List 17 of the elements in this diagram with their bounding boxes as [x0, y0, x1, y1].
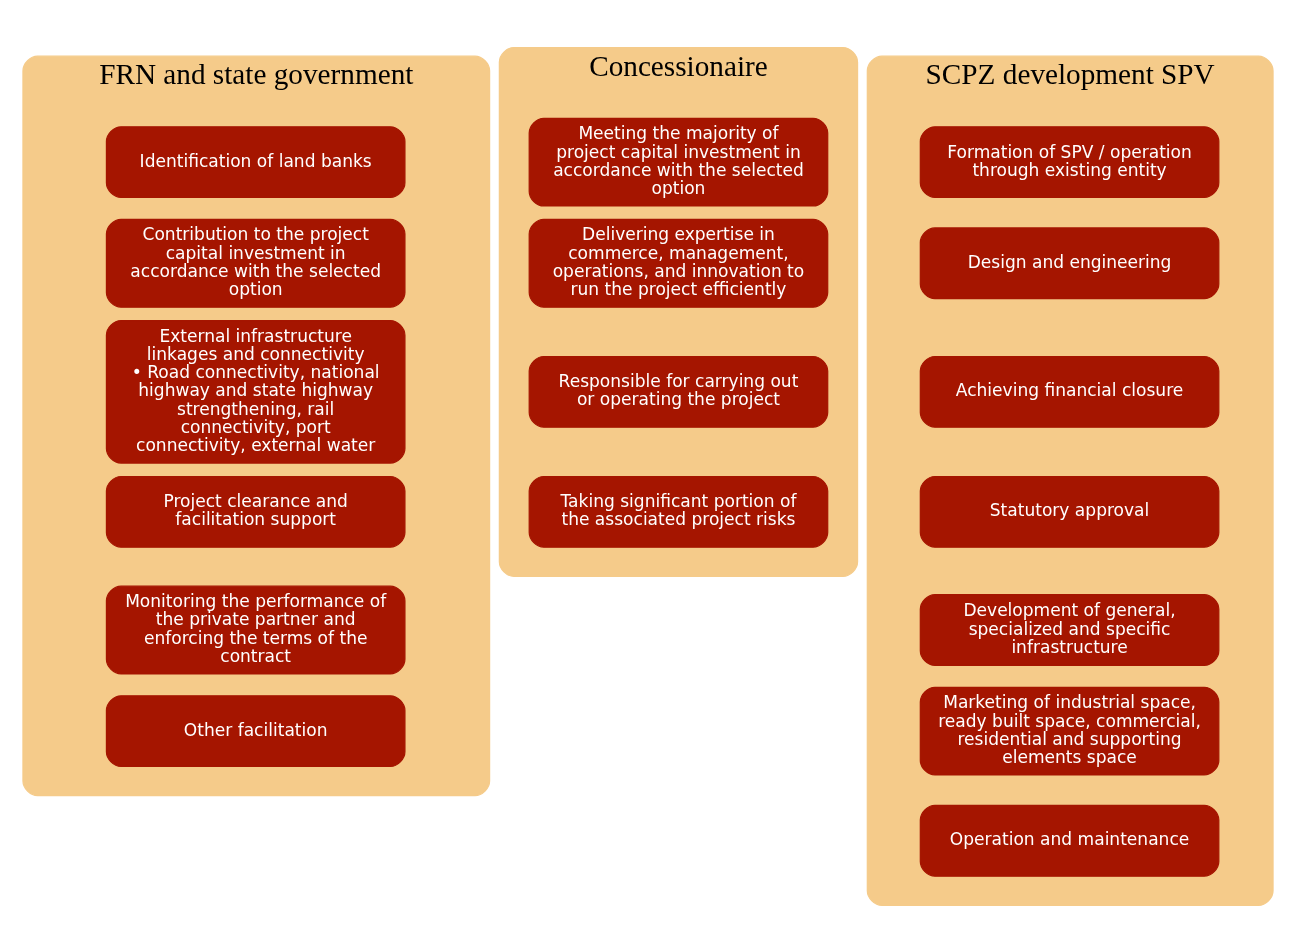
node-box: Meeting the majority of project capital investment in accordance with the selected option — [528, 117, 829, 207]
node-box: Design and engineering — [919, 226, 1220, 299]
node-box: External infrastructure linkages and connectivity • Road connectivity, national highway and state highway strengthening, rail connectivity, port connectivity, external water — [105, 319, 406, 464]
node-box: Marketing of industrial space, ready built space, commercial, residential and supporting elements space — [919, 686, 1220, 776]
node-box: Development of general, specialized and specific infrastructure — [919, 593, 1220, 666]
node-box: Identification of land banks — [105, 125, 406, 198]
node-box: Project clearance and facilitation support — [105, 475, 406, 548]
node-box: Delivering expertise in commerce, management, operations, and innovation to run the project efficiently — [528, 218, 829, 308]
node-box: Achieving financial closure — [919, 355, 1220, 428]
node-box: Contribution to the project capital investment in accordance with the selected option — [105, 218, 406, 308]
node-box: Monitoring the performance of the private partner and enforcing the terms of the contract — [105, 585, 406, 674]
node-box: Taking significant portion of the associated project risks — [528, 475, 829, 548]
node-box: Operation and maintenance — [919, 804, 1220, 877]
node-box: Responsible for carrying out or operating the project — [528, 355, 829, 428]
node-box: Statutory approval — [919, 475, 1220, 548]
node-box: Other facilitation — [105, 694, 406, 767]
node-box: Formation of SPV / operation through existing entity — [919, 125, 1220, 198]
